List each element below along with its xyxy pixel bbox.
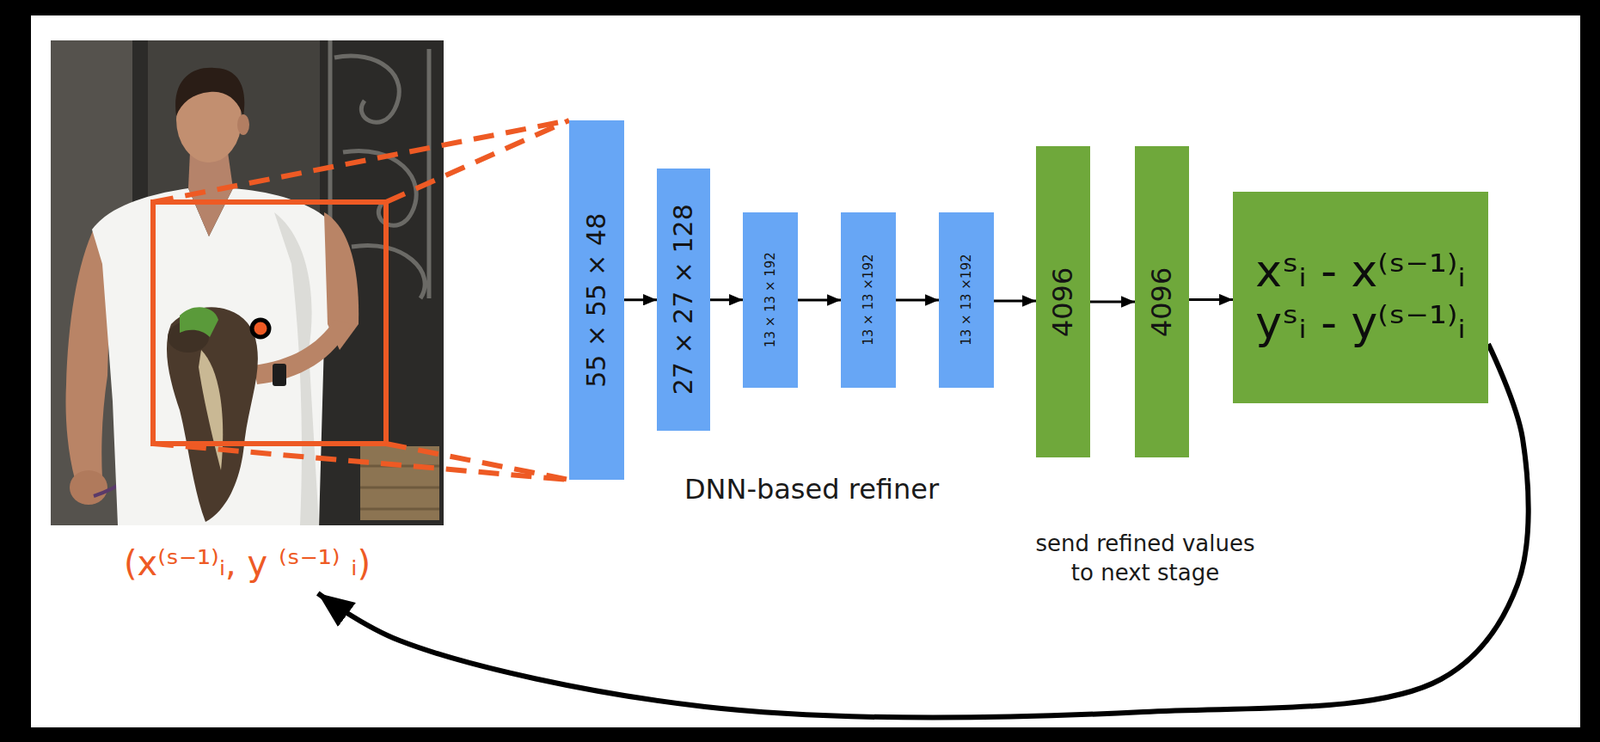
flow-arrow xyxy=(993,300,1037,303)
crop-box xyxy=(153,202,387,444)
coordinate-caption: (x⁽ˢ⁻¹⁾ᵢ, y ⁽ˢ⁻¹⁾ ᵢ) xyxy=(123,543,371,583)
conv-layer-box: 27 × 27 × 128 xyxy=(656,168,711,431)
projection-line xyxy=(386,120,570,203)
flow-arrow xyxy=(710,298,743,301)
layer-size-label: 55 × 55 × 48 xyxy=(582,213,613,388)
output-formula: xˢᵢ - x⁽ˢ⁻¹⁾ᵢ xyxy=(1255,245,1466,298)
flow-arrow xyxy=(624,298,657,301)
projection-line xyxy=(153,443,570,480)
flow-arrow xyxy=(895,299,939,302)
flow-arrow xyxy=(1189,298,1233,301)
basket-weave xyxy=(360,465,440,509)
layer-size-label: 13 × 13 ×192 xyxy=(860,254,876,346)
left-hand xyxy=(69,470,108,505)
layer-size-label: 4096 xyxy=(1047,266,1079,337)
conv-layer-box: 13 × 13 ×192 xyxy=(840,212,896,388)
fc-layer-box: 4096 xyxy=(1134,146,1190,458)
edge-label: send refined values to next stage xyxy=(1028,529,1263,589)
section-label: DNN-based refiner xyxy=(684,472,939,506)
wrist-watch xyxy=(272,363,287,387)
person-photo xyxy=(50,40,444,526)
layer-size-label: 27 × 27 × 128 xyxy=(668,203,699,395)
hair xyxy=(175,67,245,117)
output-box: xˢᵢ - x⁽ˢ⁻¹⁾ᵢyˢᵢ - y⁽ˢ⁻¹⁾ᵢ xyxy=(1232,191,1489,404)
ferret-body xyxy=(166,306,258,522)
layer-size-label: 13 × 13 × 192 xyxy=(762,251,778,348)
joint-point xyxy=(251,319,270,338)
layer-size-label: 4096 xyxy=(1146,266,1178,337)
green-cloth xyxy=(179,306,219,338)
fc-layer-box: 4096 xyxy=(1036,146,1091,458)
ear xyxy=(237,114,250,135)
label-holder: DNN-based refiner xyxy=(684,472,939,506)
white-t-shirt xyxy=(91,188,354,526)
layer-size-label: 13 × 13 ×192 xyxy=(958,254,974,346)
edge-label-holder: send refined values to next stage xyxy=(1028,529,1263,589)
projection-line xyxy=(386,443,570,480)
output-formula: yˢᵢ - y⁽ˢ⁻¹⁾ᵢ xyxy=(1255,297,1466,350)
conv-layer-box: 13 × 13 ×192 xyxy=(938,212,994,388)
ferret-belly xyxy=(198,349,223,471)
flow-arrow xyxy=(1090,300,1135,304)
projection-line xyxy=(153,120,570,203)
conv-layer-box: 55 × 55 × 48 xyxy=(569,120,625,480)
photo-node: (x⁽ˢ⁻¹⁾ᵢ, y ⁽ˢ⁻¹⁾ ᵢ) xyxy=(50,40,444,594)
photo-background xyxy=(50,40,444,526)
flow-arrow xyxy=(797,299,841,302)
basket xyxy=(360,446,440,521)
conv-layer-box: 13 × 13 × 192 xyxy=(742,212,798,388)
